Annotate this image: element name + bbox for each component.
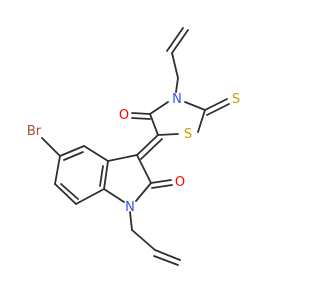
bond-c5-c3-exocyclic-double [136,134,159,156]
bond-c2-o-double-inner [151,184,173,189]
bond-allyl-lower-terminal-double [154,249,181,261]
atom-label-n-indolinone: N [125,200,135,215]
bond-c3-c3a [107,154,138,162]
bond-c2-s-thione-double [204,98,228,111]
bond-c4-c5 [149,113,159,136]
bond-n-c4 [149,101,169,115]
bond-c6-c7 [54,183,77,205]
bond-c4-o-double-inner [131,117,151,120]
bond-allyl-top-terminal-double-inner [166,27,184,52]
atom-label-n-thiazolidinone: N [172,92,182,107]
bond-c2-n1 [135,182,152,202]
atom-label-o-thiazolidinone: O [119,108,129,123]
bond-c2-s1 [197,109,206,133]
bond-n1-c7a [103,188,125,203]
bond-c5-c6 [54,155,61,185]
bond-c3a-c7a [103,160,109,190]
bond-c6-c7-inner [60,183,79,200]
bond-c2-s-thione-double-inner [206,103,230,116]
atom-label-layer: N O S S O N Br [27,92,240,215]
bond-c4-o-double [131,112,151,115]
bond-c4-c5-benzene-inner [63,151,84,161]
bond-allyl-lower-terminal-double-inner [153,255,179,266]
atom-label-br: Br [27,124,42,139]
bond-c2-o-double [150,179,172,184]
atom-label-o-indolinone: O [175,175,185,190]
molecule-structure: N O S S O N Br [27,27,240,266]
atom-label-s-thione: S [232,92,240,107]
bond-allyl-top-ch2-n [175,77,179,93]
bond-c5-br [41,137,61,157]
bond-allyl-top-terminal-double [171,29,189,54]
atom-label-s-ring: S [184,127,192,142]
bond-allyl-top-vinyl-ch2 [171,52,179,79]
bond-c3a-c7a-inner [99,165,104,187]
bond-c3a-c4 [83,145,109,162]
bond-c4-c5-benzene [59,145,85,157]
bond-s1-c5 [157,133,179,136]
bond-layer [41,27,230,266]
bond-c7-c7a [75,188,105,205]
bond-c3-c2 [136,154,152,184]
bond-allyl-lower-ch2-vinyl [131,229,156,251]
bond-n1-ch2-lower [129,211,133,231]
bond-c5-c3-exocyclic-double-inner [140,138,163,160]
bond-n-c2 [184,101,206,111]
